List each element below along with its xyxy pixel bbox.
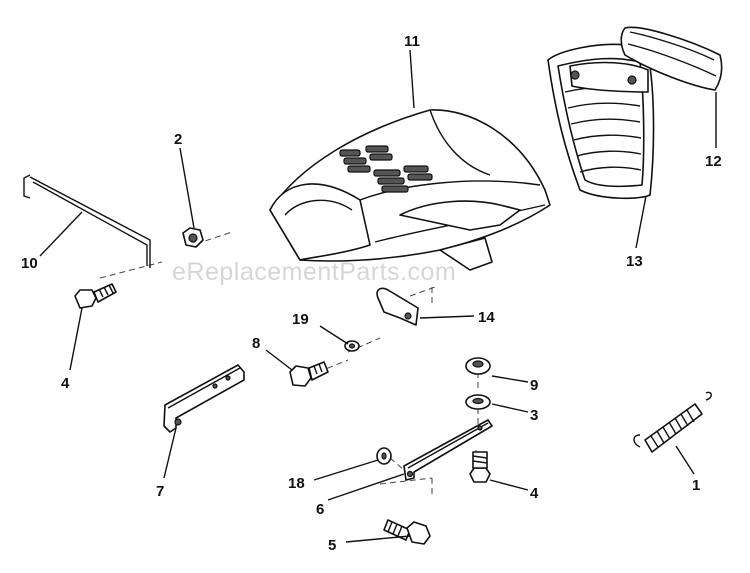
callout-11: 11	[404, 33, 420, 50]
callout-8: 8	[252, 335, 260, 352]
callout-4-upper: 4	[61, 375, 70, 392]
callout-2: 2	[174, 131, 182, 148]
hood-part	[269, 109, 551, 271]
bolt-part-lower	[469, 451, 491, 483]
washer-part-3	[465, 394, 491, 410]
callout-5: 5	[328, 537, 336, 554]
callout-7: 7	[156, 483, 164, 500]
callout-19: 19	[292, 311, 309, 328]
callout-14: 14	[478, 309, 495, 326]
bolt-part-upper	[74, 283, 117, 309]
bracket-part-6	[403, 419, 493, 481]
callout-13: 13	[626, 253, 643, 270]
callout-3: 3	[530, 407, 538, 424]
callouts: 11 2 10 12 13 14 19 8 4 9 3 7 18 4 1 6 5	[21, 33, 722, 554]
callout-10: 10	[21, 255, 38, 272]
callout-18: 18	[288, 475, 305, 492]
callout-6: 6	[316, 501, 324, 518]
callout-1: 1	[692, 477, 700, 494]
callout-12: 12	[705, 153, 722, 170]
washer-part-18	[376, 447, 392, 465]
lock-washer-part	[344, 340, 360, 352]
grille-part	[547, 43, 655, 200]
watermark: eReplacementParts.com	[172, 258, 456, 286]
spring-part	[633, 391, 712, 453]
clip-part	[376, 287, 419, 326]
nut-part	[182, 227, 204, 248]
bracket-part-7	[163, 364, 245, 433]
lens-part	[620, 26, 723, 91]
nut-part-9	[465, 357, 491, 375]
rod-part	[23, 174, 151, 268]
callout-4-lower: 4	[530, 485, 539, 502]
callout-9: 9	[530, 377, 538, 394]
bolt-part-8	[289, 361, 329, 387]
bolt-part-5	[383, 519, 431, 545]
leader-lines	[39, 49, 717, 543]
